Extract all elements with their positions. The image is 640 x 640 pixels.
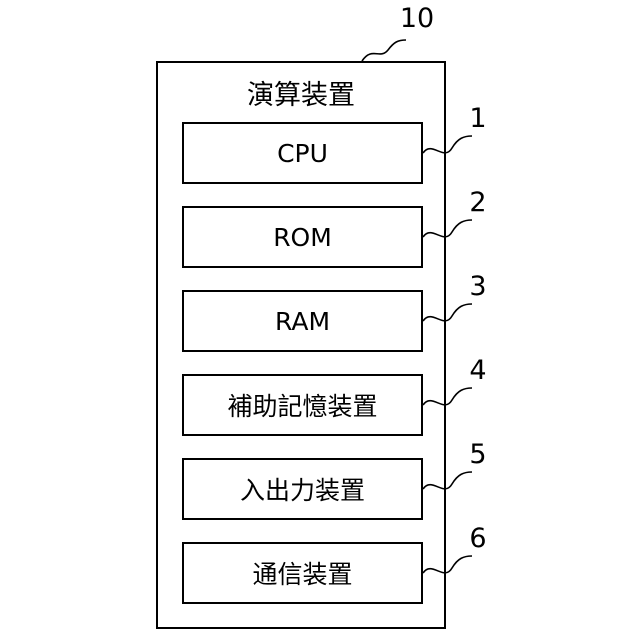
reference-number-1: 1 bbox=[460, 104, 496, 134]
communication-device-box: 通信装置 bbox=[182, 542, 423, 604]
auxiliary-storage-label: 補助記憶装置 bbox=[227, 387, 377, 423]
io-device-box: 入出力装置 bbox=[182, 458, 423, 520]
rom-label: ROM bbox=[273, 223, 332, 252]
reference-number-3: 3 bbox=[460, 272, 496, 302]
reference-number-10: 10 bbox=[395, 4, 439, 34]
communication-device-label: 通信装置 bbox=[252, 555, 352, 591]
reference-number-2: 2 bbox=[460, 188, 496, 218]
leader-line-10 bbox=[362, 40, 406, 61]
rom-box: ROM bbox=[182, 206, 423, 268]
ram-label: RAM bbox=[275, 307, 330, 336]
reference-number-5: 5 bbox=[460, 440, 496, 470]
auxiliary-storage-box: 補助記憶装置 bbox=[182, 374, 423, 436]
reference-number-6: 6 bbox=[460, 524, 496, 554]
computing-device-title: 演算装置 bbox=[156, 77, 446, 115]
io-device-label: 入出力装置 bbox=[240, 471, 365, 507]
cpu-label: CPU bbox=[277, 139, 328, 168]
cpu-box: CPU bbox=[182, 122, 423, 184]
ram-box: RAM bbox=[182, 290, 423, 352]
reference-number-4: 4 bbox=[460, 356, 496, 386]
